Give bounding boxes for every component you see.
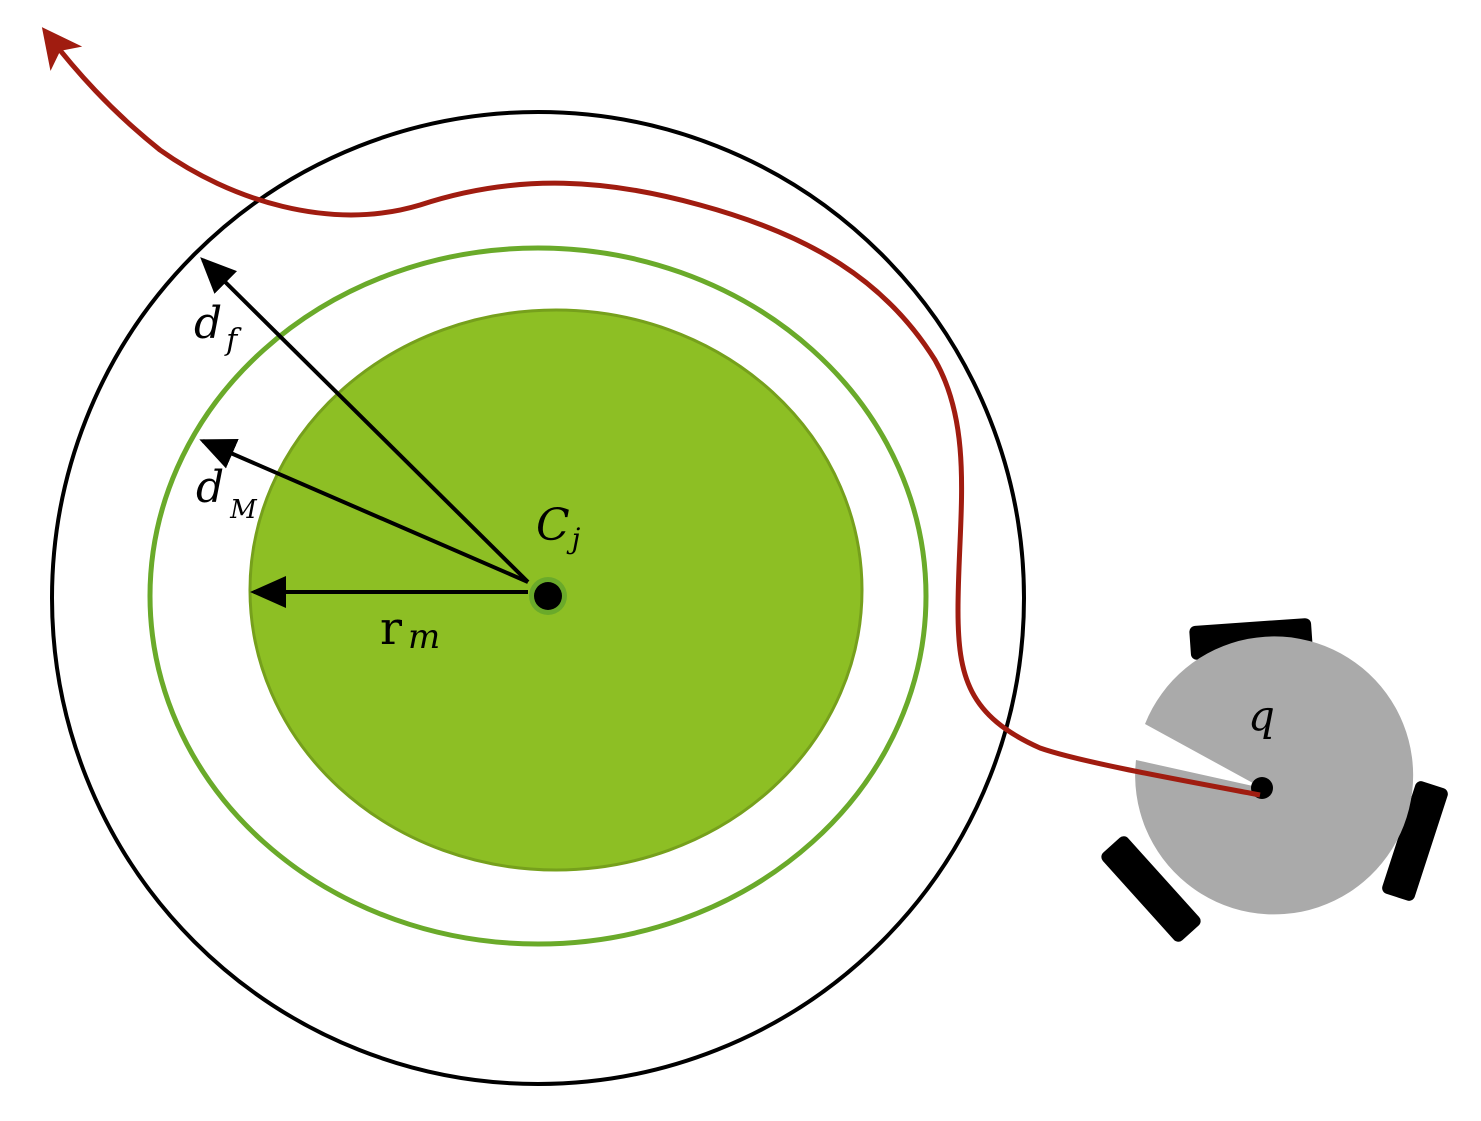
outer-safety-circle — [50, 110, 1026, 1086]
d-m-arrow — [199, 439, 529, 584]
robot-wheel-left — [1101, 836, 1201, 942]
label-q: q — [1248, 691, 1275, 740]
margin-circle — [147, 245, 929, 947]
robot-body — [1135, 636, 1414, 915]
robot-wheel-right — [1382, 781, 1448, 901]
trajectory-path — [41, 27, 1261, 798]
d-f-arrow — [200, 257, 530, 584]
obstacle-center-dot — [534, 582, 562, 610]
label-c-j: Cj — [536, 500, 581, 555]
robot — [1101, 618, 1448, 942]
